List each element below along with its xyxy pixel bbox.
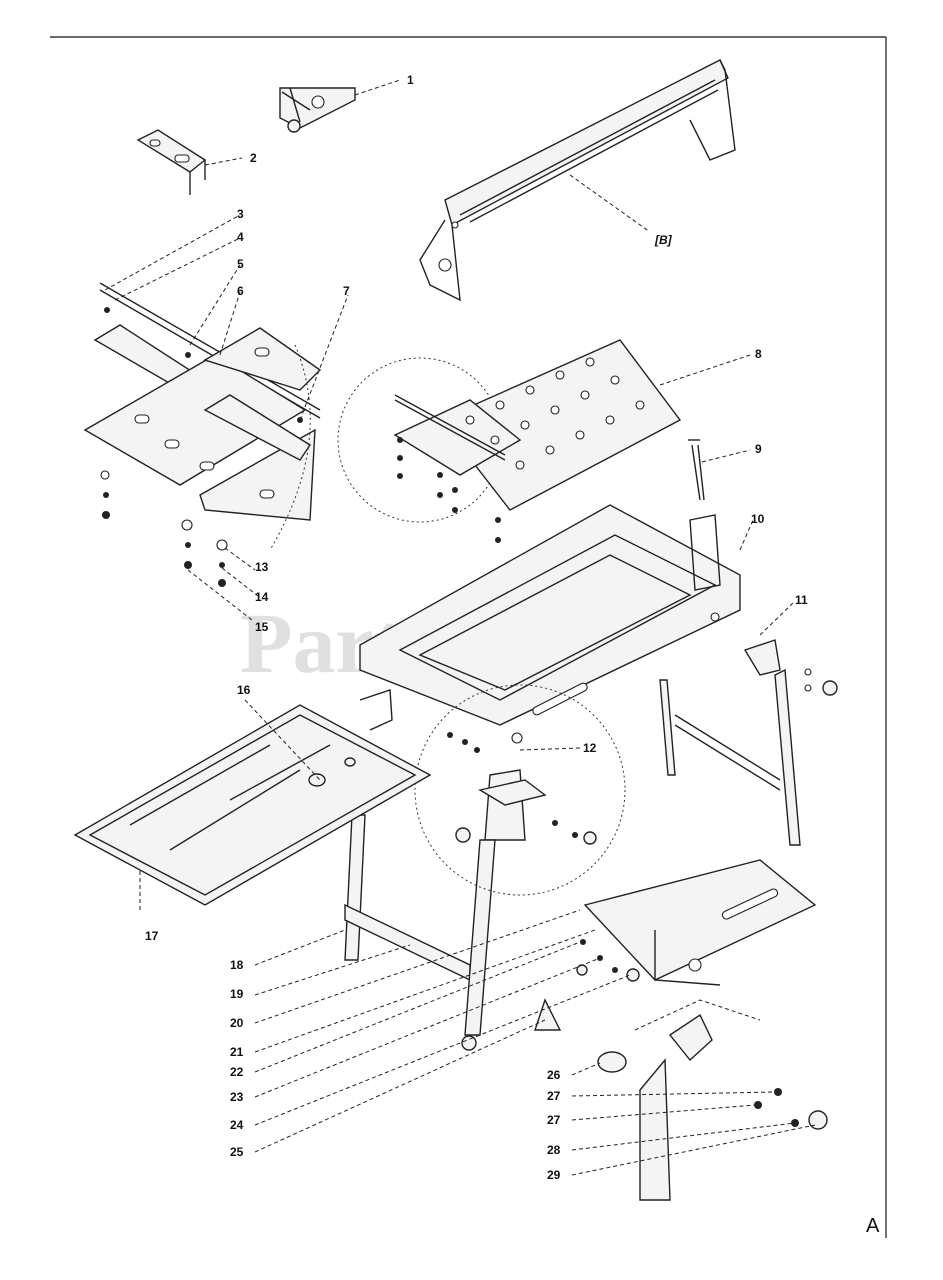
callout-28: 28 [547,1143,561,1157]
callout-26: 26 [547,1068,561,1082]
callout-13: 13 [255,560,269,574]
callout-5: 5 [237,257,244,271]
callout-8: 8 [755,347,762,361]
callout-1: 1 [407,73,414,87]
callout-7: 7 [343,284,350,298]
callout-14: 14 [255,590,269,604]
callout-29: 29 [547,1168,561,1182]
part-9-wrench [688,439,705,501]
callout-16: 16 [237,683,251,697]
page-corner-label: A [866,1215,880,1237]
callout-19: 19 [230,987,244,1001]
part-29-leg [597,999,828,1201]
left-table-plates [83,282,322,587]
callout-11: 11 [795,593,808,607]
rail-assembly-b [419,59,736,302]
callout-6: 6 [237,284,244,298]
part-17-tray [73,704,432,906]
part-2-bracket [136,129,207,195]
callout-22: 22 [230,1065,244,1079]
lower-side-table [461,859,817,1051]
callout-20: 20 [230,1016,244,1030]
part-8-perforated-plate [337,339,682,543]
callout-9: 9 [755,442,762,456]
leader-lines [104,79,816,1176]
stand-legs [344,679,781,1036]
callout-12: 12 [583,741,597,755]
callout-labels: 1 2 3 4 5 6 7 8 9 10 11 12 13 14 15 16 1… [145,73,880,1237]
callout-17: 17 [145,929,159,943]
part-12-detail [414,684,626,896]
callout-25: 25 [230,1145,244,1159]
callout-24: 24 [230,1118,244,1132]
callout-21: 21 [230,1045,244,1059]
part-11-leg-bracket [743,639,838,846]
callout-23: 23 [230,1090,244,1104]
callout-27b: 27 [547,1113,561,1127]
callout-3: 3 [237,207,244,221]
part-10-main-frame [359,504,741,744]
callout-10: 10 [751,512,765,526]
callout-18: 18 [230,958,244,972]
callout-27a: 27 [547,1089,561,1103]
callout-b-assembly: [B] [654,233,673,247]
callout-15: 15 [255,620,269,634]
part-1-angle-bracket [279,87,356,133]
callout-4: 4 [237,230,244,244]
callout-2: 2 [250,151,257,165]
